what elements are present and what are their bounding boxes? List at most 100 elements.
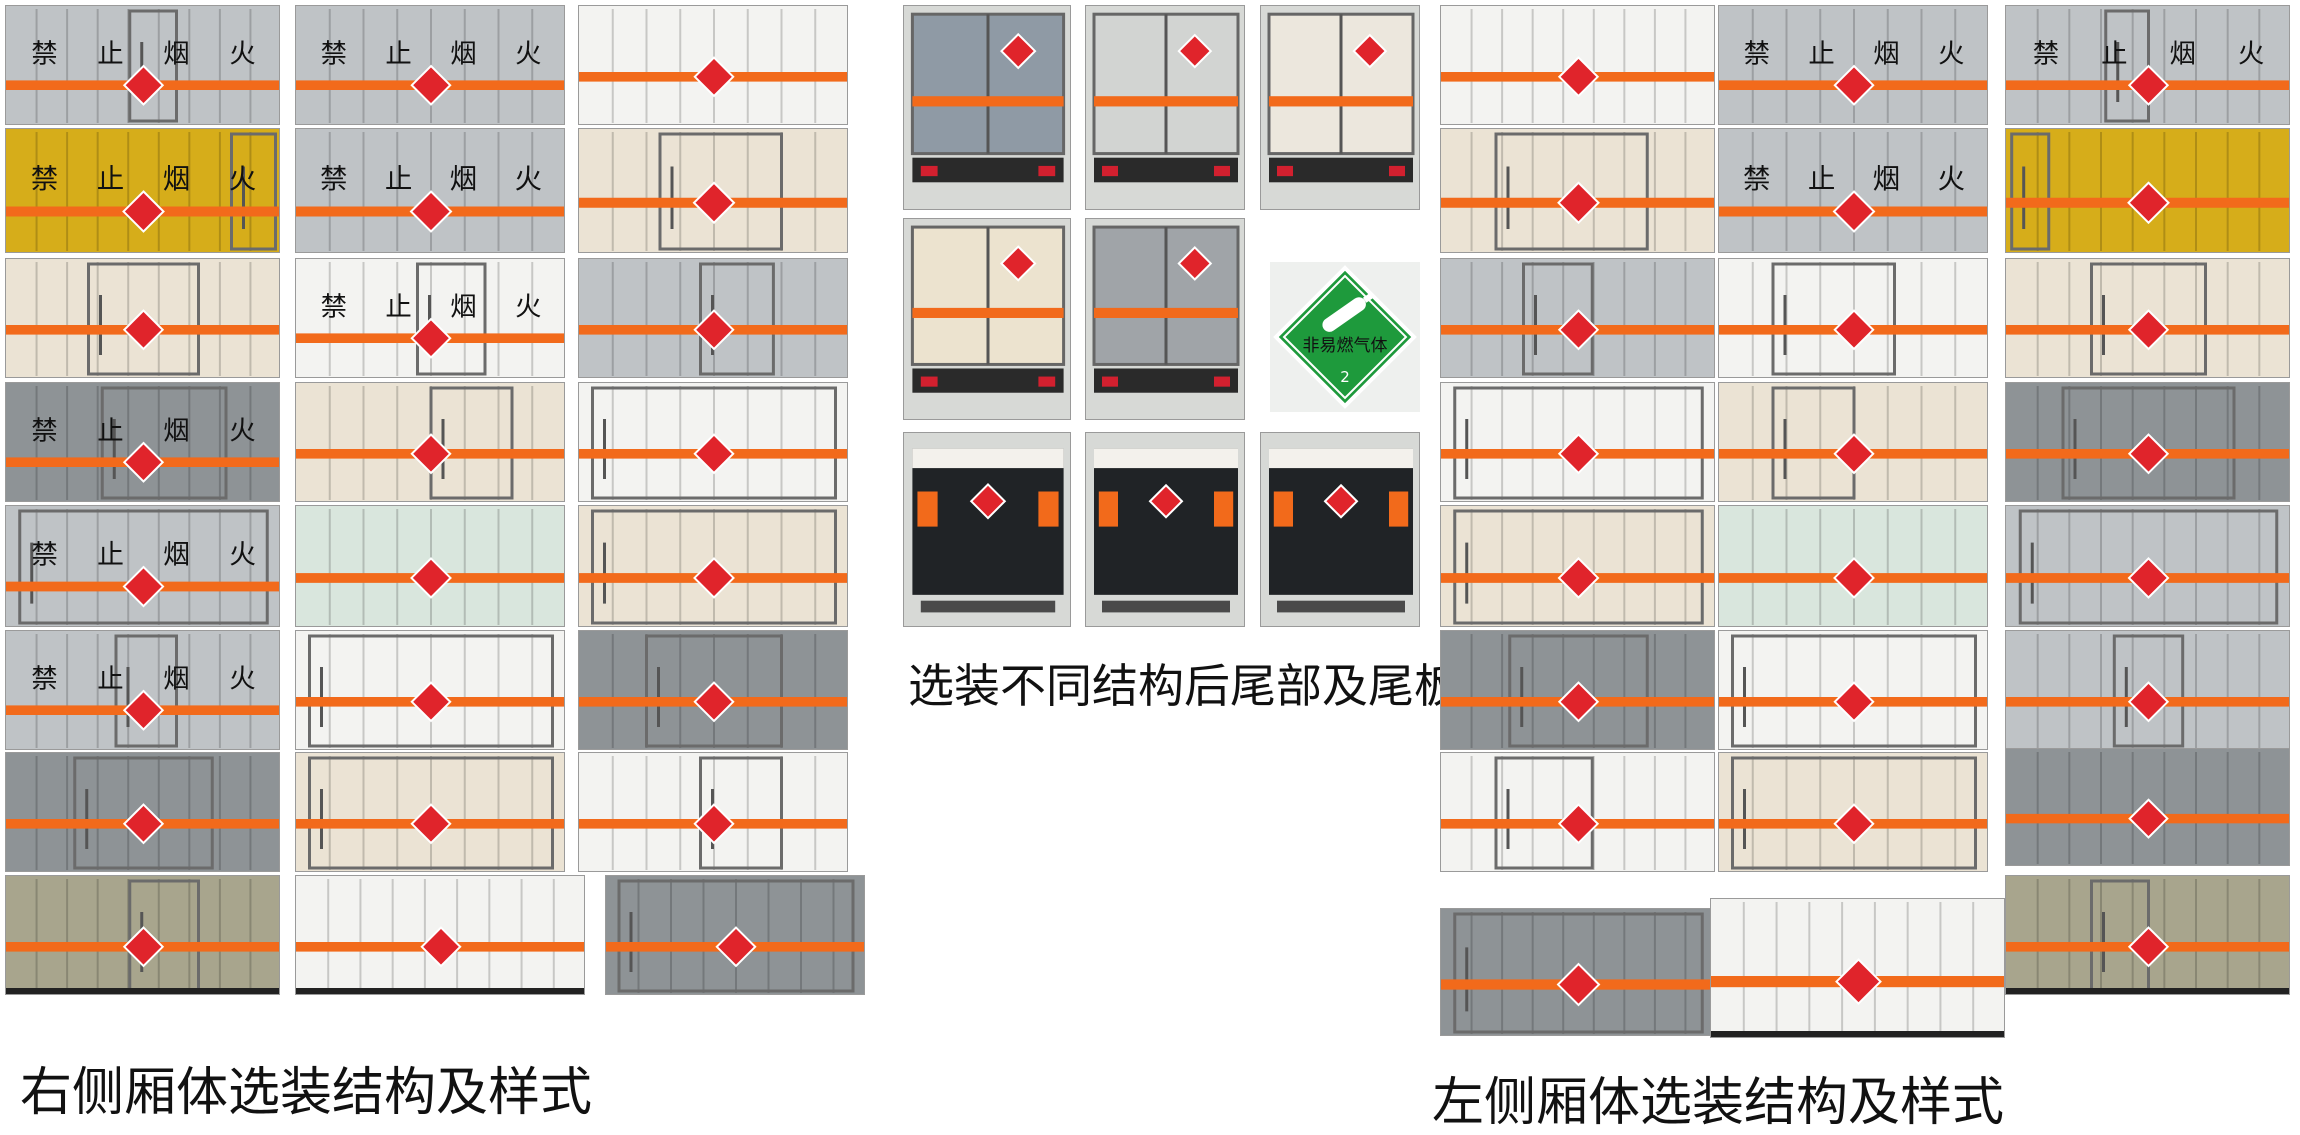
left-side-box-panel bbox=[2005, 505, 2290, 627]
right-side-box-panel: 禁止烟火 bbox=[5, 630, 280, 750]
left-side-box-panel bbox=[2005, 128, 2290, 253]
left-side-box-panel bbox=[1440, 128, 1715, 253]
no-fire-char: 禁 bbox=[1744, 38, 1770, 69]
right-side-box-panel bbox=[578, 505, 848, 627]
right-side-box-panel: 禁止烟火 bbox=[5, 5, 280, 125]
non-flammable-gas-sign: 非易燃气体 2 bbox=[1270, 262, 1420, 412]
no-fire-char: 禁 bbox=[2033, 38, 2059, 69]
no-fire-char: 禁 bbox=[31, 163, 59, 195]
right-side-box-panel bbox=[295, 630, 565, 750]
no-fire-char: 止 bbox=[385, 163, 413, 195]
left-side-box-panel bbox=[1440, 505, 1715, 627]
left-side-box-panel bbox=[2005, 748, 2290, 866]
no-fire-char: 烟 bbox=[1873, 163, 1901, 195]
no-fire-char: 烟 bbox=[163, 663, 189, 694]
rear-view-photo bbox=[903, 5, 1071, 210]
left-side-box-panel bbox=[1718, 630, 1988, 750]
right-side-box-panel bbox=[5, 752, 280, 872]
no-fire-char: 止 bbox=[385, 38, 411, 69]
no-fire-char: 止 bbox=[97, 663, 123, 694]
rear-view-photo bbox=[1260, 432, 1420, 627]
no-fire-char: 火 bbox=[514, 163, 542, 195]
rear-view-photo bbox=[903, 218, 1071, 420]
no-fire-char: 烟 bbox=[1873, 38, 1899, 69]
rear-view-photo bbox=[1085, 218, 1245, 420]
no-fire-char: 火 bbox=[229, 415, 255, 446]
no-fire-char: 禁 bbox=[321, 38, 347, 69]
no-fire-char: 烟 bbox=[450, 38, 476, 69]
right-side-box-panel bbox=[295, 382, 565, 502]
left-side-caption: 左侧厢体选装结构及样式 bbox=[1432, 1073, 2005, 1133]
right-side-box-panel bbox=[605, 875, 865, 995]
left-side-box-panel: 禁止烟火 bbox=[2005, 5, 2290, 125]
no-fire-char: 火 bbox=[229, 38, 255, 69]
rear-view-photo bbox=[1085, 5, 1245, 210]
right-side-box-panel: 禁止烟火 bbox=[295, 5, 565, 125]
right-side-box-panel: 禁止烟火 bbox=[5, 128, 280, 253]
hazard-sign-text: 非易燃气体 bbox=[1303, 336, 1388, 356]
no-fire-char: 禁 bbox=[320, 163, 348, 195]
no-fire-char: 止 bbox=[1808, 38, 1834, 69]
right-side-box-panel: 禁止烟火 bbox=[295, 258, 565, 378]
rear-view-photo bbox=[1085, 432, 1245, 627]
no-fire-char: 火 bbox=[515, 291, 541, 322]
left-side-box-panel: 禁止烟火 bbox=[1718, 5, 1988, 125]
left-side-box-panel bbox=[1718, 505, 1988, 627]
right-side-box-panel bbox=[295, 752, 565, 872]
left-side-box-panel bbox=[2005, 382, 2290, 502]
left-side-box-panel bbox=[2005, 630, 2290, 750]
no-fire-char: 火 bbox=[229, 163, 257, 195]
left-side-box-panel bbox=[1440, 752, 1715, 872]
no-fire-char: 烟 bbox=[163, 539, 190, 570]
no-fire-char: 禁 bbox=[31, 38, 57, 69]
right-side-box-panel bbox=[295, 875, 585, 995]
no-fire-char: 火 bbox=[229, 663, 255, 694]
rear-view-photo bbox=[903, 432, 1071, 627]
right-side-caption: 右侧厢体选装结构及样式 bbox=[20, 1063, 593, 1123]
left-side-box-panel bbox=[1718, 382, 1988, 502]
right-side-box-panel bbox=[578, 382, 848, 502]
right-side-box-panel bbox=[578, 258, 848, 378]
no-fire-char: 火 bbox=[1938, 38, 1964, 69]
no-fire-char: 烟 bbox=[450, 163, 478, 195]
right-side-box-panel bbox=[578, 128, 848, 253]
left-side-box-panel bbox=[1710, 898, 2005, 1038]
right-side-box-panel: 禁止烟火 bbox=[5, 382, 280, 502]
left-side-box-panel bbox=[1440, 382, 1715, 502]
no-fire-char: 烟 bbox=[163, 163, 191, 195]
no-fire-char: 禁 bbox=[31, 539, 58, 570]
rear-view-photo bbox=[1260, 5, 1420, 210]
left-side-box-panel bbox=[1440, 908, 1715, 1036]
no-fire-char: 禁 bbox=[31, 663, 57, 694]
gas-cylinder-icon bbox=[1322, 293, 1373, 332]
right-side-box-panel: 禁止烟火 bbox=[295, 128, 565, 253]
no-fire-char: 烟 bbox=[2170, 38, 2196, 69]
no-fire-char: 禁 bbox=[31, 415, 57, 446]
no-fire-char: 烟 bbox=[450, 291, 476, 322]
left-side-box-panel bbox=[1440, 258, 1715, 378]
left-side-box-panel bbox=[2005, 875, 2290, 995]
right-side-box-panel bbox=[295, 505, 565, 627]
right-side-box-panel bbox=[5, 875, 280, 995]
left-side-box-panel bbox=[1440, 630, 1715, 750]
no-fire-char: 止 bbox=[1808, 163, 1836, 195]
right-side-box-panel bbox=[578, 630, 848, 750]
no-fire-char: 禁 bbox=[1743, 163, 1771, 195]
left-side-box-panel bbox=[1718, 752, 1988, 872]
no-fire-char: 火 bbox=[1937, 163, 1965, 195]
right-side-box-panel bbox=[578, 752, 848, 872]
right-side-box-panel: 禁止烟火 bbox=[5, 505, 280, 627]
no-fire-char: 禁 bbox=[321, 291, 347, 322]
no-fire-char: 止 bbox=[97, 539, 124, 570]
left-side-box-panel: 禁止烟火 bbox=[1718, 128, 1988, 253]
no-fire-char: 止 bbox=[97, 163, 125, 195]
left-side-box-panel bbox=[1440, 5, 1715, 125]
no-fire-char: 止 bbox=[2101, 38, 2127, 69]
no-fire-char: 烟 bbox=[163, 38, 189, 69]
left-side-box-panel bbox=[1718, 258, 1988, 378]
hazard-class-number: 2 bbox=[1340, 368, 1350, 386]
no-fire-char: 火 bbox=[515, 38, 541, 69]
no-fire-char: 火 bbox=[229, 539, 256, 570]
left-side-box-panel bbox=[2005, 258, 2290, 378]
right-side-box-panel bbox=[5, 258, 280, 378]
